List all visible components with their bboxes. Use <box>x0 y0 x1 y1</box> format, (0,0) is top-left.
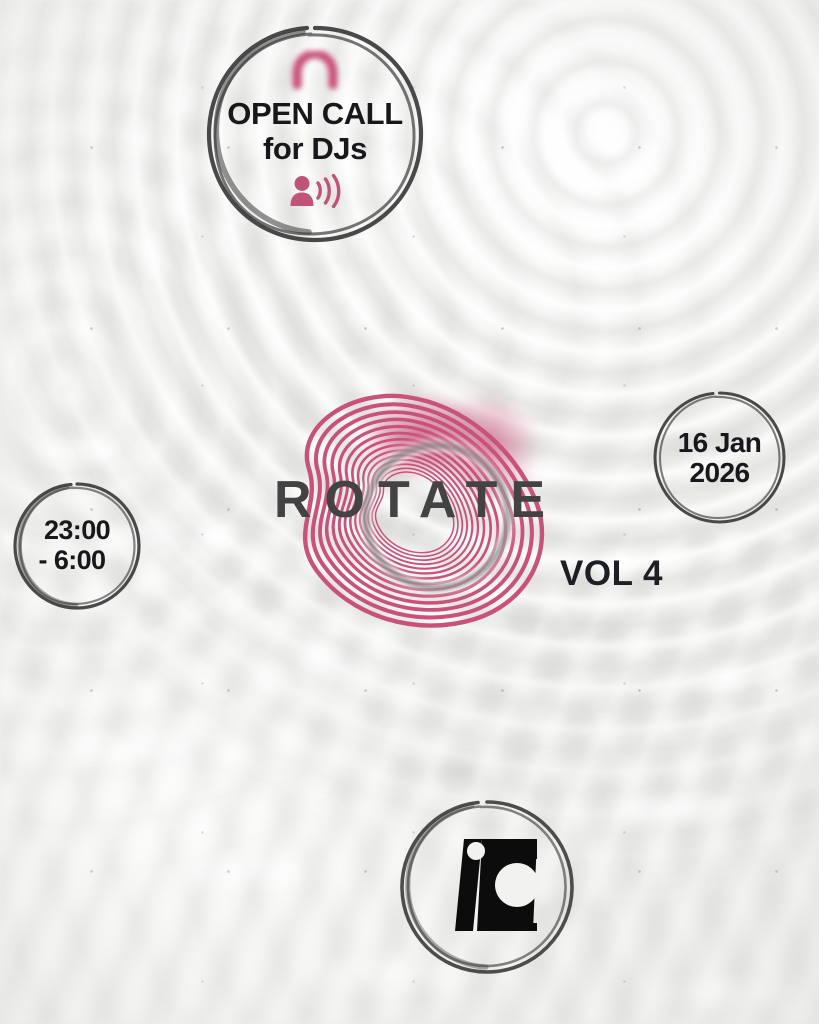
ac-monogram-logo-icon <box>433 835 543 940</box>
event-date-line-1: 16 Jan <box>677 426 762 458</box>
event-time-badge[interactable]: 23:00 - 6:00 <box>12 481 142 611</box>
open-call-line-2: for DJs <box>262 130 367 166</box>
open-call-line-1: OPEN CALL <box>227 95 403 131</box>
event-date-badge[interactable]: 16 Jan 2026 <box>652 390 787 525</box>
open-call-badge[interactable]: OPEN CALL for DJs <box>203 22 427 246</box>
page-title: ROTATE <box>273 471 559 529</box>
headphones-icon <box>289 49 341 96</box>
volume-label: VOL 4 <box>560 554 664 593</box>
person-speaking-icon <box>287 174 343 213</box>
sketch-circle-outline <box>653 391 786 524</box>
sketch-circle-outline <box>400 800 574 974</box>
sketch-circle-outline <box>13 482 141 610</box>
sketch-circle-outline <box>206 25 424 243</box>
event-time-line-2: - 6:00 <box>38 545 107 575</box>
center-artwork <box>243 339 583 658</box>
brand-logo-badge[interactable] <box>398 798 576 976</box>
